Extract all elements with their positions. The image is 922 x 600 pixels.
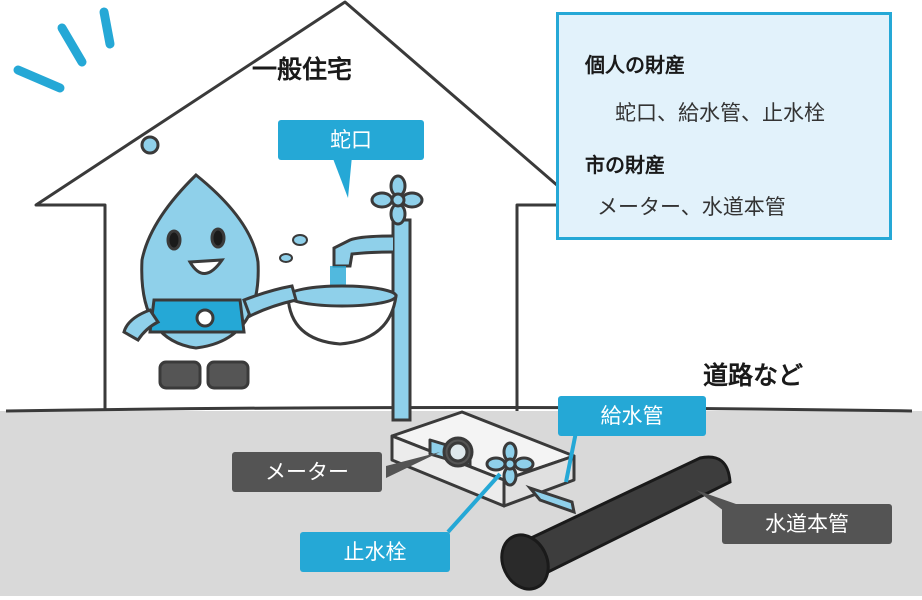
ground	[0, 411, 922, 596]
splash-droplets	[279, 234, 308, 263]
ownership-info-box: 個人の財産 蛇口、給水管、止水栓 市の財産 メーター、水道本管	[556, 12, 892, 240]
supply-pipe-tag: 給水管	[558, 396, 706, 436]
stop-valve	[485, 441, 535, 487]
faucet-tag: 蛇口	[278, 120, 424, 160]
faucet-handle	[370, 174, 424, 226]
city-property-items: メーター、水道本管	[597, 195, 786, 219]
house-label: 一般住宅	[252, 55, 353, 84]
water-drop-mascot	[122, 135, 298, 390]
city-property-heading: 市の財産	[585, 153, 665, 177]
sink-basin	[286, 284, 398, 346]
water-main-pipe	[500, 455, 732, 591]
meter-dial	[442, 436, 474, 468]
private-property-items: 蛇口、給水管、止水栓	[615, 101, 825, 125]
emphasis-lines	[13, 7, 115, 93]
supply-pipe-horizontal	[525, 484, 576, 515]
road-label: 道路など	[703, 361, 804, 390]
private-property-heading: 個人の財産	[585, 53, 685, 77]
house-outline	[34, 0, 582, 411]
meter-tag: メーター	[232, 452, 382, 492]
stop-valve-tag: 止水栓	[300, 532, 450, 572]
water-main-tag: 水道本管	[722, 504, 892, 544]
